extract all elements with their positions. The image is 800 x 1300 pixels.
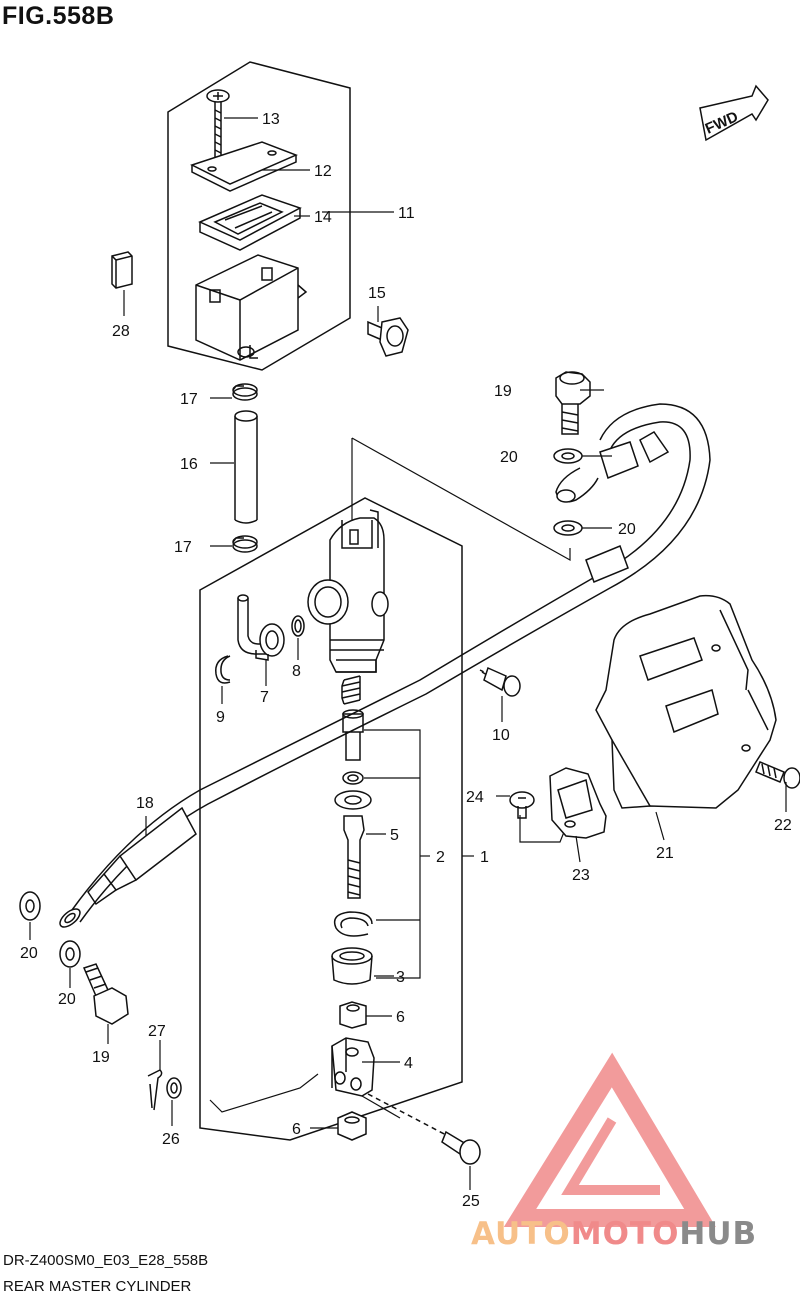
callout-1: 1 <box>480 849 489 866</box>
o-ring-8 <box>291 615 305 637</box>
reservoir-group-outline <box>167 61 351 371</box>
callout-27: 27 <box>148 1023 166 1040</box>
hose-joint-7 <box>237 594 285 661</box>
callout-19-lower: 19 <box>92 1049 110 1066</box>
washer-20-left-a <box>19 891 41 921</box>
watermark-part-a: AUTO <box>471 1216 571 1252</box>
callout-13: 13 <box>262 111 280 128</box>
master-cylinder-body <box>307 509 389 673</box>
forward-direction-arrow <box>699 84 769 142</box>
hose-clamp-17-upper <box>232 383 258 401</box>
callout-6-upper: 6 <box>396 1009 405 1026</box>
callout-20-upper-a: 20 <box>500 449 518 466</box>
hose-guide-23 <box>549 767 607 839</box>
callout-20-upper-b: 20 <box>618 521 636 538</box>
bolt-10 <box>479 666 521 697</box>
callout-2: 2 <box>436 849 445 866</box>
bolt-22 <box>755 761 800 789</box>
circlip <box>333 911 373 937</box>
master-cylinder-guard-21 <box>595 594 777 809</box>
boot-3 <box>331 947 373 985</box>
callout-20-left-b: 20 <box>58 991 76 1008</box>
callout-9: 9 <box>216 709 225 726</box>
bolt-15 <box>367 317 409 357</box>
guide-line <box>209 1073 319 1113</box>
reservoir-body <box>195 254 308 361</box>
banjo-bolt-19-upper <box>555 371 591 435</box>
hose-clamp-17-lower <box>232 535 258 553</box>
figure-title: FIG.558B <box>2 2 115 30</box>
screw-24 <box>509 791 535 819</box>
callout-25: 25 <box>462 1193 480 1210</box>
callout-18: 18 <box>136 795 154 812</box>
secondary-cup <box>342 771 364 785</box>
nut-6-lower <box>337 1111 367 1141</box>
callout-16: 16 <box>180 456 198 473</box>
figure-code: DR-Z400SM0_E03_E28_558B <box>3 1252 209 1269</box>
callout-4: 4 <box>404 1055 413 1072</box>
callout-26: 26 <box>162 1131 180 1148</box>
clevis-4 <box>331 1037 375 1097</box>
callout-17-lower: 17 <box>174 539 192 556</box>
cotter-pin-27 <box>147 1069 163 1111</box>
callout-28: 28 <box>112 323 130 340</box>
reservoir-hose-16 <box>234 410 258 524</box>
master-cylinder-group-outline <box>199 497 463 1141</box>
screw-13 <box>206 89 230 159</box>
callout-5: 5 <box>390 827 399 844</box>
push-rod-5 <box>334 790 372 899</box>
callout-11: 11 <box>398 205 415 222</box>
callout-24: 24 <box>466 789 484 806</box>
callout-14: 14 <box>314 209 332 226</box>
callout-15: 15 <box>368 285 386 302</box>
callout-3: 3 <box>396 969 405 986</box>
watermark-part-b: MOTO <box>570 1216 680 1252</box>
reservoir-cap-12 <box>190 141 298 192</box>
callout-10: 10 <box>492 727 510 744</box>
callout-17-upper: 17 <box>180 391 198 408</box>
banjo-bolt-19-lower <box>82 963 129 1025</box>
brake-hose-18 <box>59 403 711 928</box>
washer-20-upper-b <box>553 520 583 536</box>
callout-19-upper: 19 <box>494 383 512 400</box>
diaphragm-14 <box>198 194 302 251</box>
clip-28 <box>111 251 133 289</box>
nut-6-upper <box>339 1001 367 1029</box>
callout-8: 8 <box>292 663 301 680</box>
washer-26 <box>166 1077 182 1099</box>
callout-7: 7 <box>260 689 269 706</box>
watermark-part-c: HUB <box>679 1216 758 1252</box>
callout-22: 22 <box>774 817 792 834</box>
callout-6-lower: 6 <box>292 1121 301 1138</box>
washer-20-upper-a <box>553 448 583 464</box>
washer-20-left-b <box>59 940 81 968</box>
circlip-9 <box>215 655 231 684</box>
callout-21: 21 <box>656 845 674 862</box>
callout-12: 12 <box>314 163 332 180</box>
callout-20-left-a: 20 <box>20 945 38 962</box>
watermark-logo <box>503 1052 716 1227</box>
callout-23: 23 <box>572 867 590 884</box>
watermark-text: AUTOMOTOHUB <box>471 1216 757 1252</box>
clevis-pin-25 <box>367 1093 481 1165</box>
spring <box>341 675 361 705</box>
figure-name: REAR MASTER CYLINDER <box>3 1278 192 1295</box>
